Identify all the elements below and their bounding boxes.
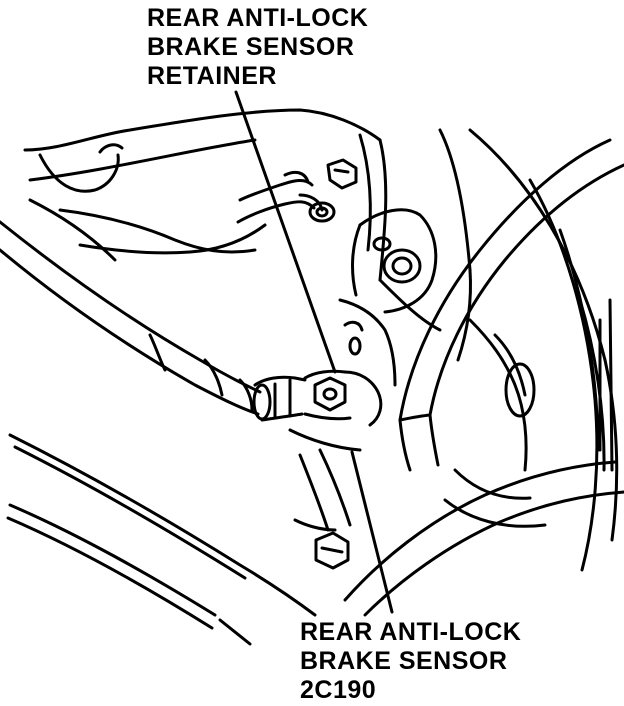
leader-line-sensor bbox=[350, 450, 394, 614]
backing-plate bbox=[23, 108, 472, 362]
callout-retainer-line-1: REAR ANTI-LOCK bbox=[147, 4, 369, 32]
callout-retainer-label: REAR ANTI-LOCK BRAKE SENSOR RETAINER bbox=[147, 4, 368, 91]
lower-swoop bbox=[343, 460, 624, 617]
upper-cable bbox=[236, 170, 324, 224]
callout-sensor-label: REAR ANTI-LOCK BRAKE SENSOR 2C190 bbox=[300, 618, 521, 705]
axle-tube bbox=[398, 138, 624, 472]
sensor-cable bbox=[0, 220, 262, 416]
leader-line-retainer bbox=[234, 90, 337, 374]
callout-sensor-line-2: BRAKE SENSOR bbox=[300, 647, 508, 675]
lower-mount bbox=[293, 448, 352, 570]
callout-sensor-line-3: 2C190 bbox=[300, 676, 377, 704]
sensor-body bbox=[252, 369, 383, 452]
callout-sensor-line-1: REAR ANTI-LOCK bbox=[300, 618, 522, 646]
leader-lines bbox=[234, 90, 394, 614]
upper-bracket bbox=[28, 143, 267, 262]
callout-retainer-line-3: RETAINER bbox=[147, 62, 277, 90]
brake-drum bbox=[468, 128, 619, 572]
callout-retainer-line-2: BRAKE SENSOR bbox=[147, 33, 355, 61]
frame-rails bbox=[6, 433, 317, 646]
top-connector bbox=[308, 201, 336, 223]
mounting-bracket bbox=[338, 208, 438, 387]
top-hex-nut bbox=[326, 158, 358, 190]
